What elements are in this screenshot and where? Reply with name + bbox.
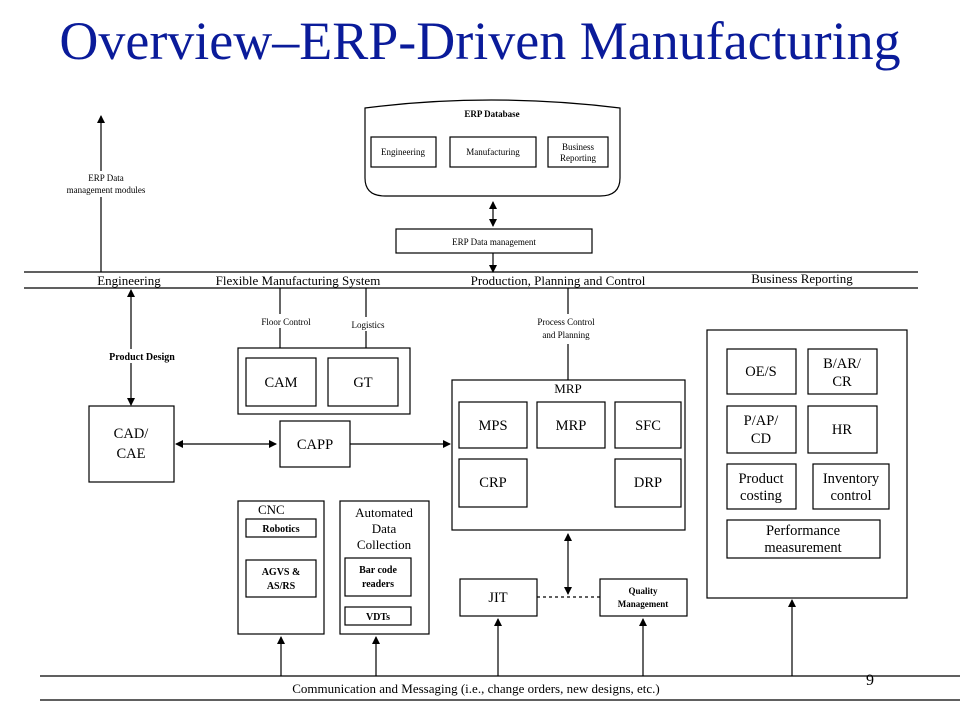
adc-title-3: Collection bbox=[357, 537, 412, 552]
adc-group: Automated Data Collection Bar code reade… bbox=[339, 500, 430, 635]
bus-engineering: Engineering bbox=[97, 273, 161, 288]
adc-title-2: Data bbox=[372, 521, 397, 536]
page-number: 9 bbox=[866, 672, 874, 689]
jit-box: JIT bbox=[459, 578, 538, 617]
asrs-label: AS/RS bbox=[267, 581, 296, 592]
hr-label: HR bbox=[832, 422, 852, 438]
erp-modules-label-1: ERP Data bbox=[88, 173, 123, 183]
process-control-label-1: Process Control bbox=[537, 317, 595, 327]
robotics-label: Robotics bbox=[262, 524, 299, 535]
gt-label: GT bbox=[353, 375, 372, 391]
sfc-label: SFC bbox=[635, 418, 661, 434]
mrp-group: MRP MPS MRP SFC CRP DRP bbox=[451, 379, 686, 531]
mrp-title: MRP bbox=[554, 381, 581, 396]
capp-box: CAPP bbox=[279, 420, 351, 468]
quality-label-1: Quality bbox=[628, 586, 658, 596]
mrp-label: MRP bbox=[556, 418, 587, 434]
agvs-label: AGVS & bbox=[262, 567, 301, 578]
process-control-label-2: and Planning bbox=[542, 330, 590, 340]
product-costing-1: Product bbox=[738, 471, 783, 487]
erp-database-label: ERP Database bbox=[464, 109, 519, 119]
quality-box: Quality Management bbox=[599, 578, 688, 617]
cad-label: CAD/ bbox=[114, 426, 150, 442]
cam-label: CAM bbox=[264, 375, 297, 391]
slide-title: Overview–ERP-Driven Manufacturing bbox=[59, 11, 901, 71]
erp-db-engineering-box: Engineering bbox=[370, 136, 437, 168]
bus-ppc: Production, Planning and Control bbox=[471, 273, 646, 288]
pap-label-1: P/AP/ bbox=[744, 413, 780, 429]
bus-business-reporting: Business Reporting bbox=[751, 271, 853, 286]
jit-label: JIT bbox=[488, 590, 507, 606]
erp-db-business-reporting-box: Business Reporting bbox=[547, 136, 609, 168]
product-design-label: Product Design bbox=[109, 352, 175, 363]
floor-control-label: Floor Control bbox=[261, 317, 311, 327]
business-group: OE/S B/AR/ CR P/AP/ CD HR Product costin… bbox=[706, 329, 908, 599]
performance-2: measurement bbox=[764, 540, 841, 556]
capp-label: CAPP bbox=[297, 437, 333, 453]
pap-label-2: CD bbox=[751, 431, 771, 447]
erp-db-engineering: Engineering bbox=[381, 147, 425, 157]
mps-label: MPS bbox=[478, 418, 507, 434]
quality-label-2: Management bbox=[618, 599, 669, 609]
erp-db-business: Business bbox=[562, 142, 595, 152]
oes-label: OE/S bbox=[745, 364, 776, 380]
erp-modules-label-2: management modules bbox=[67, 185, 146, 195]
erp-db-manufacturing: Manufacturing bbox=[466, 147, 520, 157]
erp-data-management-box: ERP Data management bbox=[395, 228, 593, 254]
bar-label-1: B/AR/ bbox=[823, 356, 862, 372]
inventory-control-2: control bbox=[830, 488, 871, 504]
crp-label: CRP bbox=[479, 475, 506, 491]
erp-db-reporting: Reporting bbox=[560, 153, 596, 163]
barcode-label-2: readers bbox=[362, 579, 394, 590]
logistics-label: Logistics bbox=[352, 320, 385, 330]
erp-data-management-label: ERP Data management bbox=[452, 237, 536, 247]
drp-label: DRP bbox=[634, 475, 662, 491]
top-bus: Engineering Flexible Manufacturing Syste… bbox=[24, 271, 918, 289]
erp-database: ERP Database Engineering Manufacturing B… bbox=[364, 99, 621, 197]
erp-db-manufacturing-box: Manufacturing bbox=[449, 136, 537, 168]
inventory-control-1: Inventory bbox=[823, 471, 880, 487]
bus-fms: Flexible Manufacturing System bbox=[216, 273, 381, 288]
bottom-bus: Communication and Messaging (i.e., chang… bbox=[40, 675, 960, 701]
product-costing-2: costing bbox=[740, 488, 782, 504]
adc-title-1: Automated bbox=[355, 505, 413, 520]
barcode-label-1: Bar code bbox=[359, 565, 397, 576]
cnc-group: CNC Robotics AGVS & AS/RS bbox=[237, 500, 325, 635]
cad-cae-box: CAD/ CAE bbox=[88, 405, 175, 483]
performance-1: Performance bbox=[766, 523, 840, 539]
fms-group: CAM GT bbox=[237, 347, 411, 415]
vdts-label: VDTs bbox=[366, 612, 390, 623]
bar-label-2: CR bbox=[832, 374, 852, 390]
cnc-title: CNC bbox=[258, 502, 285, 517]
cae-label: CAE bbox=[117, 446, 146, 462]
communication-bus-label: Communication and Messaging (i.e., chang… bbox=[292, 681, 660, 696]
